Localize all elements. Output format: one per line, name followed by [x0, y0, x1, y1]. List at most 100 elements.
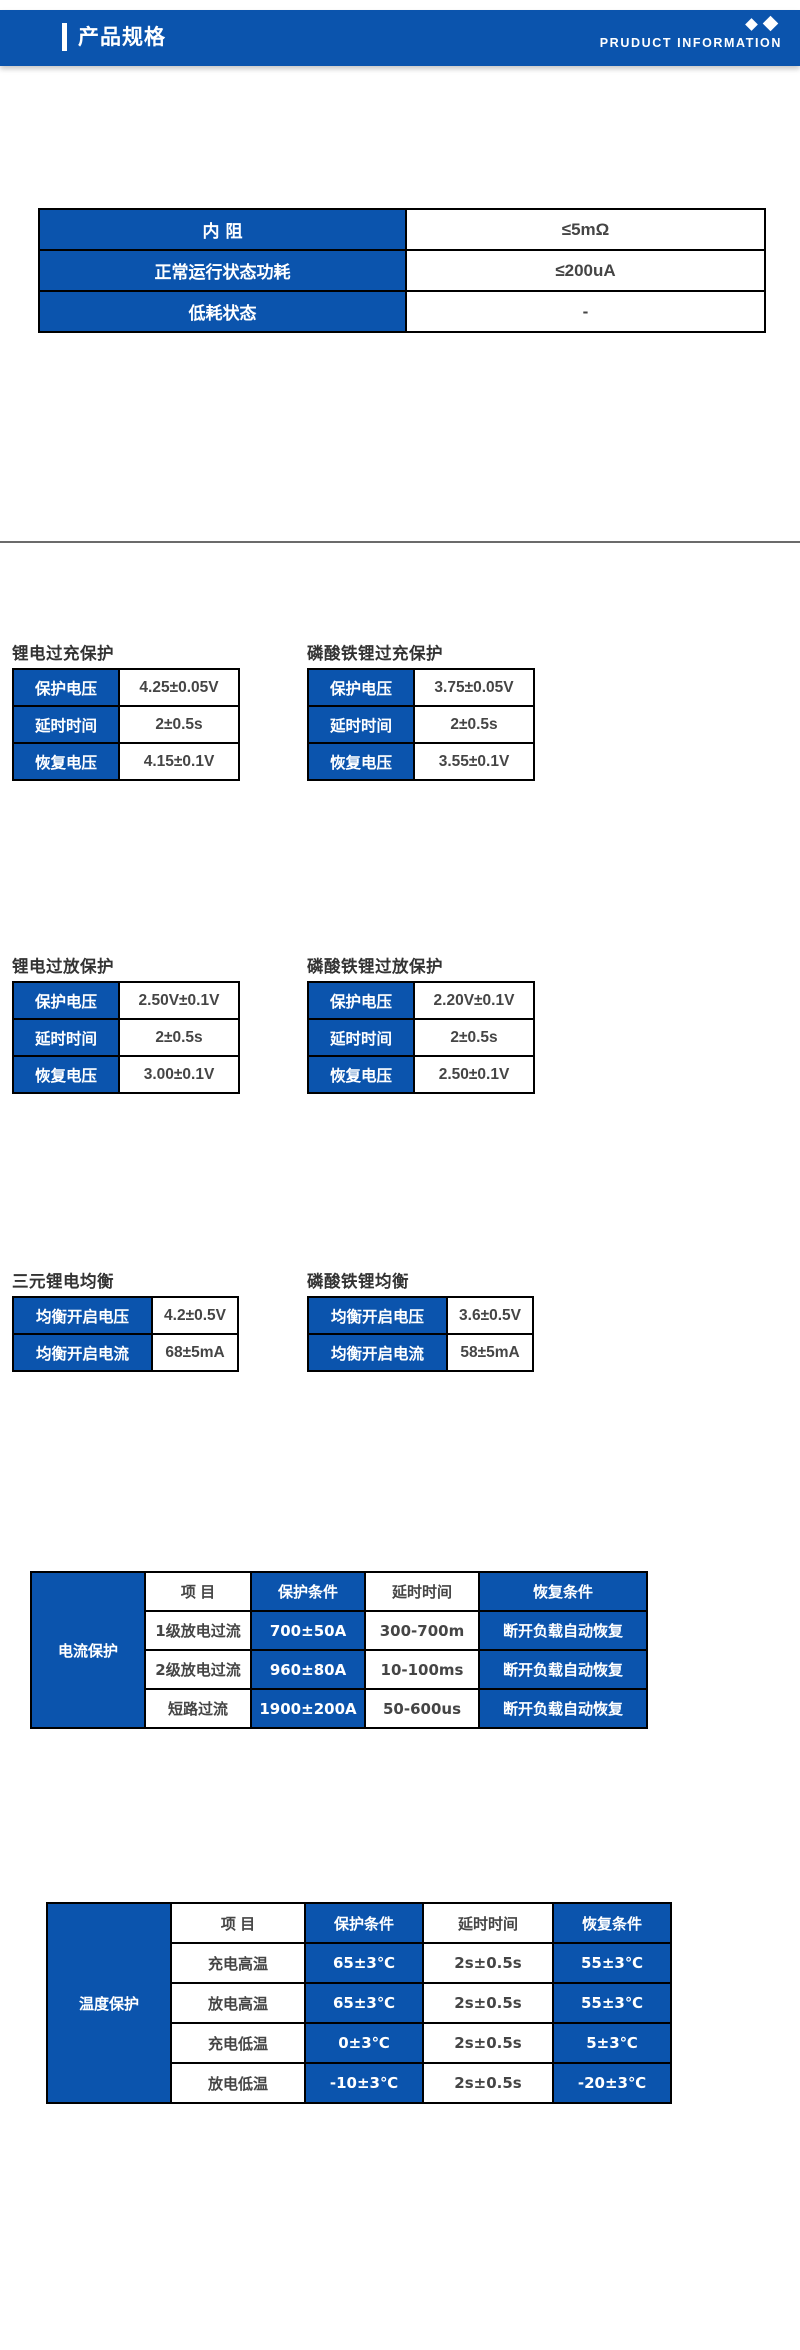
table-row: 均衡开启电压 4.2±0.5V — [12, 1296, 239, 1335]
cell-protect: 65±3℃ — [304, 1942, 424, 1984]
row-value: 4.15±0.1V — [118, 742, 240, 781]
current-protection-side-label: 电流保护 — [30, 1571, 146, 1729]
cell-item: 充电高温 — [170, 1942, 306, 1984]
column-header-recover: 恢复条件 — [552, 1902, 672, 1944]
cell-item: 充电低温 — [170, 2022, 306, 2064]
cell-item: 1级放电过流 — [144, 1610, 252, 1651]
row-value: 2±0.5s — [118, 705, 240, 744]
page-subtitle: PRUDUCT INFORMATION — [599, 36, 782, 50]
row-label: 均衡开启电压 — [307, 1296, 448, 1335]
cell-delay: 50-600us — [364, 1688, 480, 1729]
header-right-group: PRUDUCT INFORMATION — [599, 15, 782, 50]
lifepo4-overdischarge-table: 保护电压 2.20V±0.1V 延时时间 2±0.5s 恢复电压 2.50±0.… — [307, 981, 535, 1094]
table-row: 保护电压 2.20V±0.1V — [307, 981, 535, 1020]
diamond-icon — [745, 18, 758, 31]
lifepo4-balance-table: 均衡开启电压 3.6±0.5V 均衡开启电流 58±5mA — [307, 1296, 534, 1372]
row-value: 58±5mA — [446, 1333, 534, 1372]
column-header-item: 项 目 — [144, 1571, 252, 1612]
page-header-banner: 产品规格 PRUDUCT INFORMATION — [0, 10, 800, 66]
cell-protect: 700±50A — [250, 1610, 366, 1651]
table-header-row: 电流保护 项 目 保护条件 延时时间 恢复条件 — [30, 1571, 648, 1729]
row-label: 恢复电压 — [12, 1055, 120, 1094]
row-label: 保护电压 — [12, 668, 120, 707]
basic-value-1: ≤200uA — [405, 249, 766, 292]
current-protection-table: 电流保护 项 目 保护条件 延时时间 恢复条件 1级放电过流 700±50A 3… — [30, 1571, 648, 1729]
caption-lifepo4-balance: 磷酸铁锂均衡 — [307, 1272, 409, 1291]
basic-label-0: 内 阻 — [38, 208, 407, 251]
cell-delay: 300-700m — [364, 1610, 480, 1651]
row-value: 3.00±0.1V — [118, 1055, 240, 1094]
cell-protect: 65±3℃ — [304, 1982, 424, 2024]
cell-delay: 2s±0.5s — [422, 2022, 554, 2064]
table-row: 恢复电压 3.55±0.1V — [307, 742, 535, 781]
caption-lifepo4-overdischarge: 磷酸铁锂过放保护 — [307, 957, 443, 976]
cell-delay: 2s±0.5s — [422, 1942, 554, 1984]
table-row: 短路过流 1900±200A 50-600us 断开负载自动恢复 — [31, 1688, 648, 1729]
cell-protect: 960±80A — [250, 1649, 366, 1690]
row-value: 2.50±0.1V — [413, 1055, 535, 1094]
temperature-protection-table: 温度保护 项 目 保护条件 延时时间 恢复条件 充电高温 65±3℃ 2s±0.… — [46, 1902, 672, 2104]
row-label: 保护电压 — [307, 981, 415, 1020]
cell-item: 2级放电过流 — [144, 1649, 252, 1690]
table-row: 均衡开启电流 68±5mA — [12, 1333, 239, 1372]
basic-label-2: 低耗状态 — [38, 290, 407, 333]
table-row: 1级放电过流 700±50A 300-700m 断开负载自动恢复 — [31, 1610, 648, 1651]
cell-recover: 5±3℃ — [552, 2022, 672, 2064]
table-row: 均衡开启电压 3.6±0.5V — [307, 1296, 534, 1335]
row-value: 2±0.5s — [118, 1018, 240, 1057]
row-label: 恢复电压 — [12, 742, 120, 781]
cell-recover: 55±3℃ — [552, 1982, 672, 2024]
cell-recover: 断开负载自动恢复 — [478, 1610, 648, 1651]
table-row: 保护电压 4.25±0.05V — [12, 668, 240, 707]
cell-recover: 断开负载自动恢复 — [478, 1649, 648, 1690]
cell-delay: 2s±0.5s — [422, 2062, 554, 2104]
page-title: 产品规格 — [78, 24, 166, 49]
row-label: 均衡开启电流 — [307, 1333, 448, 1372]
table-row: 低耗状态 - — [38, 290, 766, 333]
table-row: 恢复电压 4.15±0.1V — [12, 742, 240, 781]
row-label: 延时时间 — [12, 705, 120, 744]
table-row: 放电低温 -10±3℃ 2s±0.5s -20±3℃ — [47, 2062, 672, 2104]
table-row: 延时时间 2±0.5s — [12, 1018, 240, 1057]
cell-delay: 2s±0.5s — [422, 1982, 554, 2024]
row-value: 2±0.5s — [413, 705, 535, 744]
cell-recover: 断开负载自动恢复 — [478, 1688, 648, 1729]
row-label: 均衡开启电压 — [12, 1296, 153, 1335]
basic-label-1: 正常运行状态功耗 — [38, 249, 407, 292]
lithium-overcharge-table: 保护电压 4.25±0.05V 延时时间 2±0.5s 恢复电压 4.15±0.… — [12, 668, 240, 781]
row-value: 4.2±0.5V — [151, 1296, 239, 1335]
row-value: 2.50V±0.1V — [118, 981, 240, 1020]
cell-item: 放电高温 — [170, 1982, 306, 2024]
table-row: 均衡开启电流 58±5mA — [307, 1333, 534, 1372]
row-value: 4.25±0.05V — [118, 668, 240, 707]
page-title-group: 产品规格 — [62, 23, 166, 51]
cell-protect: 1900±200A — [250, 1688, 366, 1729]
row-label: 延时时间 — [307, 1018, 415, 1057]
row-label: 均衡开启电流 — [12, 1333, 153, 1372]
table-row: 保护电压 2.50V±0.1V — [12, 981, 240, 1020]
row-value: 3.6±0.5V — [446, 1296, 534, 1335]
row-value: 2±0.5s — [413, 1018, 535, 1057]
row-value: 68±5mA — [151, 1333, 239, 1372]
basic-parameters-table: 内 阻 ≤5mΩ 正常运行状态功耗 ≤200uA 低耗状态 - — [38, 208, 766, 333]
table-row: 放电高温 65±3℃ 2s±0.5s 55±3℃ — [47, 1982, 672, 2024]
row-label: 保护电压 — [307, 668, 415, 707]
table-row: 内 阻 ≤5mΩ — [38, 208, 766, 251]
row-label: 恢复电压 — [307, 1055, 415, 1094]
table-row: 恢复电压 3.00±0.1V — [12, 1055, 240, 1094]
cell-delay: 10-100ms — [364, 1649, 480, 1690]
table-header-row: 温度保护 项 目 保护条件 延时时间 恢复条件 — [46, 1902, 672, 2104]
caption-lithium-overdischarge: 锂电过放保护 — [12, 957, 114, 976]
column-header-recover: 恢复条件 — [478, 1571, 648, 1612]
diamond-decoration — [600, 15, 782, 34]
row-label: 延时时间 — [12, 1018, 120, 1057]
row-label: 延时时间 — [307, 705, 415, 744]
lifepo4-overcharge-table: 保护电压 3.75±0.05V 延时时间 2±0.5s 恢复电压 3.55±0.… — [307, 668, 535, 781]
column-header-protect: 保护条件 — [250, 1571, 366, 1612]
row-label: 恢复电压 — [307, 742, 415, 781]
cell-item: 短路过流 — [144, 1688, 252, 1729]
column-header-delay: 延时时间 — [364, 1571, 480, 1612]
section-divider — [0, 541, 800, 543]
basic-value-2: - — [405, 290, 766, 333]
table-row: 充电低温 0±3℃ 2s±0.5s 5±3℃ — [47, 2022, 672, 2064]
